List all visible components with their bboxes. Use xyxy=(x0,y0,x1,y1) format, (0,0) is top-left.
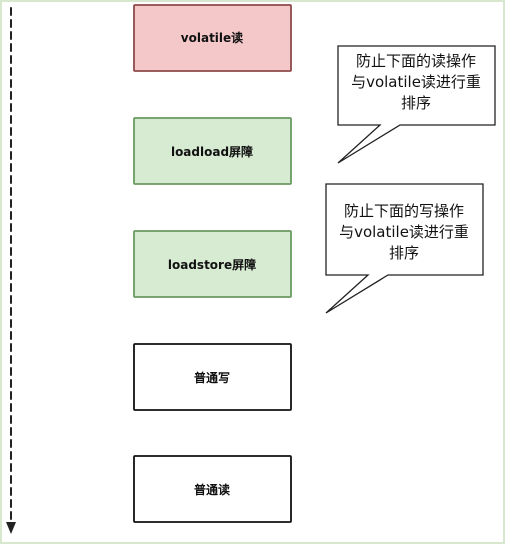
box-volatile-read-label: volatile读 xyxy=(181,30,243,45)
callout-loadload-line-1: 防止下面的读操作 xyxy=(356,52,476,70)
box-loadload-barrier-label: loadload屏障 xyxy=(171,144,253,159)
box-loadstore-barrier: loadstore屏障 xyxy=(133,230,292,298)
callout-loadload-shape xyxy=(337,45,496,164)
box-volatile-read: volatile读 xyxy=(133,4,292,72)
box-loadload-barrier: loadload屏障 xyxy=(133,117,292,185)
timeline-arrowhead-icon xyxy=(6,522,16,534)
box-normal-read: 普通读 xyxy=(133,455,292,523)
callout-loadstore-line-1: 防止下面的写操作 xyxy=(344,202,464,220)
callout-loadstore-note: 防止下面的写操作 与volatile读进行重 排序 xyxy=(325,183,484,314)
callout-loadload-line-3: 排序 xyxy=(401,94,431,112)
callout-loadstore-line-2: 与volatile读进行重 xyxy=(339,223,469,241)
callout-loadstore-shape xyxy=(325,183,484,314)
box-loadstore-barrier-label: loadstore屏障 xyxy=(168,257,256,272)
box-normal-write: 普通写 xyxy=(133,343,292,411)
box-normal-read-label: 普通读 xyxy=(194,482,230,497)
callout-loadload-line-2: 与volatile读进行重 xyxy=(351,73,481,91)
box-normal-write-label: 普通写 xyxy=(194,370,230,385)
callout-loadstore-line-3: 排序 xyxy=(389,244,419,262)
callout-loadload-note: 防止下面的读操作 与volatile读进行重 排序 xyxy=(337,45,496,164)
